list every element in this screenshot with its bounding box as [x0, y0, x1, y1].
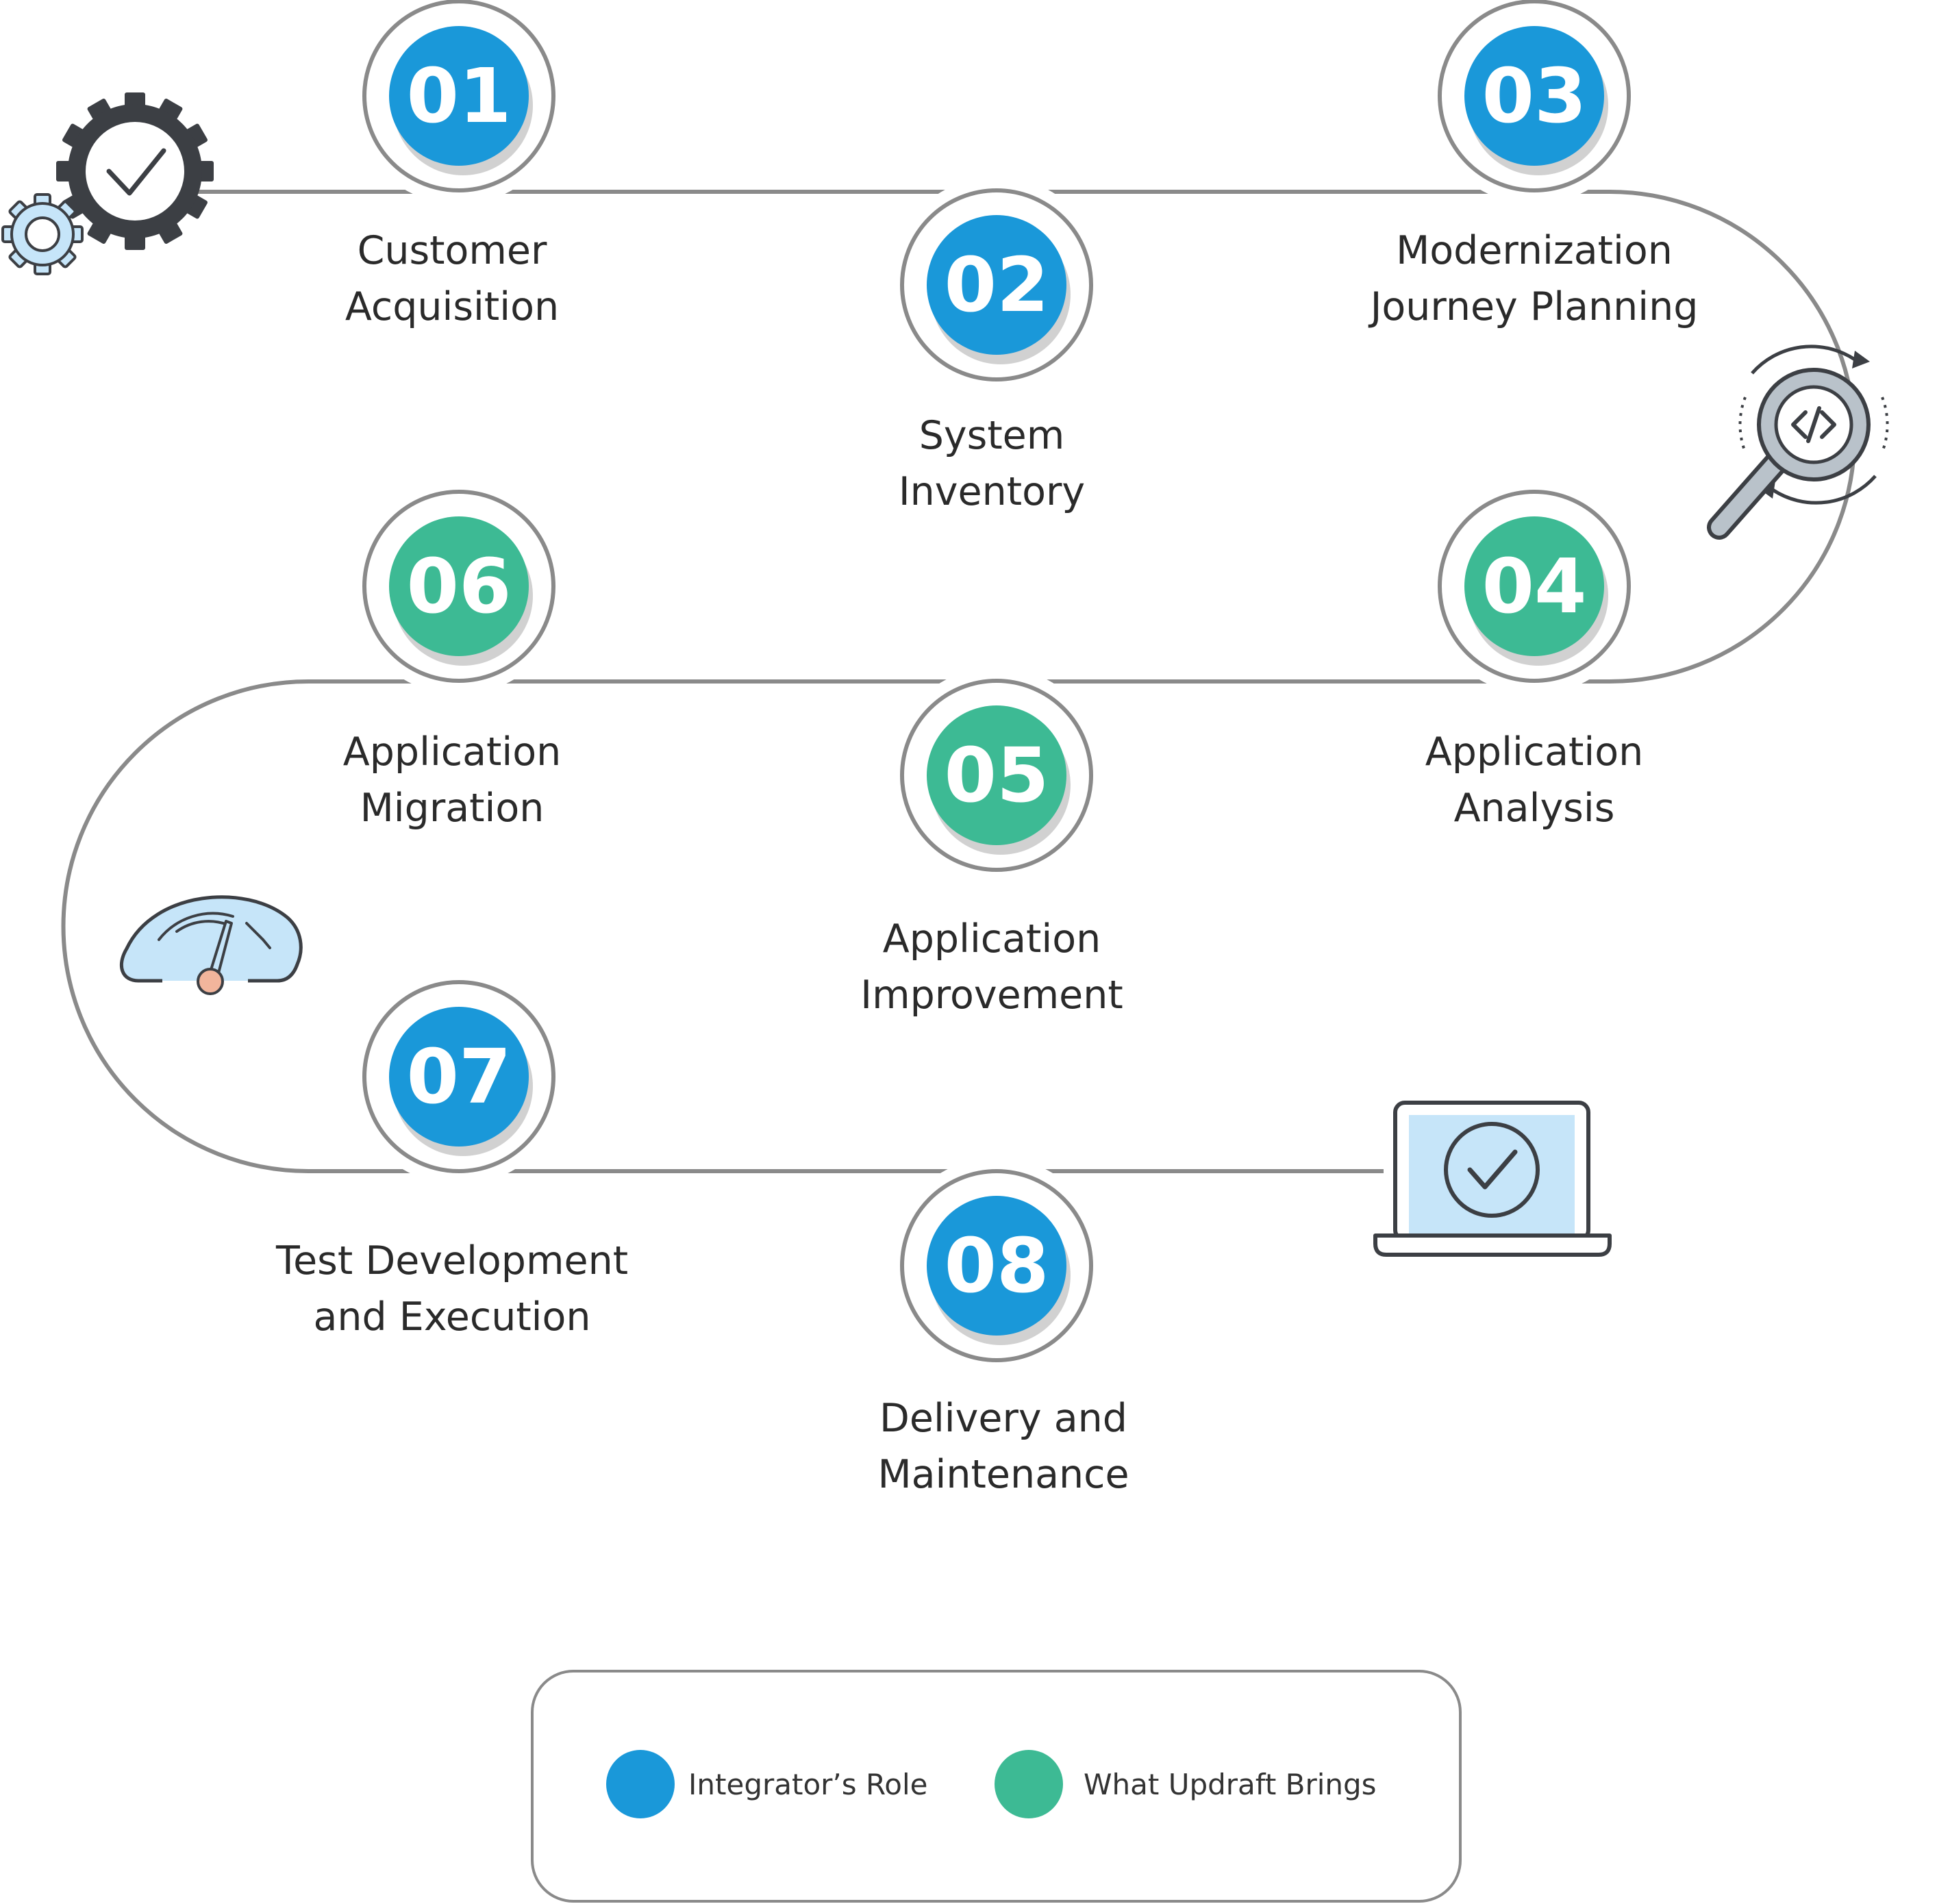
legend-label-updraft: What Updraft Brings [1084, 1768, 1377, 1801]
legend-label-integrator: Integrator’s Role [688, 1768, 928, 1801]
step-number: 01 [406, 52, 511, 140]
badge-disc-updraft [927, 705, 1066, 845]
step-badge-06: 06 [351, 478, 567, 694]
step-number: 08 [944, 1222, 1049, 1310]
step-label-line2: Maintenance [877, 1452, 1129, 1497]
step-badge-03: 03 [1426, 0, 1642, 204]
step-number: 06 [406, 542, 511, 630]
step-label-line1: Application [1425, 729, 1643, 775]
step-badge-08: 08 [888, 1157, 1105, 1374]
step-label-line2: Analysis [1454, 786, 1615, 831]
step-label-line2: Improvement [860, 973, 1123, 1018]
badge-disc-updraft [1464, 516, 1604, 656]
badge-ring [362, 490, 555, 683]
badge-disc-integrator [1464, 26, 1604, 166]
step-badge-05: 05 [888, 667, 1105, 884]
step-badges: 01 02 03 04 05 06 07 08 [351, 0, 1642, 1374]
step-number: 02 [944, 241, 1049, 329]
step-badge-01: 01 [351, 0, 567, 204]
step-label-line2: Acquisition [345, 284, 559, 329]
badge-ring [1438, 490, 1631, 683]
step-label-line2: Inventory [899, 469, 1085, 514]
badge-disc-updraft [389, 516, 529, 656]
step-label-line1: Modernization [1396, 228, 1673, 273]
step-label-line1: Customer [358, 228, 547, 273]
badge-ring [1438, 0, 1631, 192]
step-number: 04 [1482, 542, 1586, 630]
badge-ring [362, 0, 555, 192]
code-search-icon [1707, 345, 1889, 540]
step-label-line1: Delivery and [879, 1396, 1127, 1441]
badge-ring [900, 1169, 1093, 1362]
step-label-line2: Journey Planning [1369, 284, 1699, 329]
step-label-line1: System [919, 413, 1065, 458]
step-number: 07 [406, 1033, 511, 1120]
step-label-line1: Application [343, 729, 561, 775]
badge-ring [362, 980, 555, 1173]
legend: Integrator’s Role What Updraft Brings [531, 1670, 1462, 1903]
legend-swatch-integrator [606, 1750, 675, 1818]
step-label-07: Test Development and Execution [275, 1238, 628, 1340]
badge-disc-integrator [389, 26, 529, 166]
step-label-line2: and Execution [313, 1294, 590, 1340]
step-number: 05 [944, 731, 1049, 819]
badge-ring [900, 188, 1093, 381]
badge-disc-integrator [389, 1007, 529, 1147]
step-badge-04: 04 [1426, 478, 1642, 694]
legend-swatch-updraft [995, 1750, 1063, 1818]
step-label-line2: Migration [360, 786, 545, 831]
badge-disc-integrator [927, 215, 1066, 355]
step-label-line1: Test Development [275, 1238, 628, 1283]
speedometer-icon [119, 895, 303, 995]
laptop-check-icon [1373, 1101, 1612, 1257]
step-label-line1: Application [883, 916, 1101, 962]
step-number: 03 [1482, 52, 1586, 140]
badge-ring [900, 679, 1093, 872]
step-badge-02: 02 [888, 177, 1105, 393]
gear-check-icon [1, 92, 214, 275]
step-badge-07: 07 [351, 968, 567, 1185]
badge-disc-integrator [927, 1196, 1066, 1336]
